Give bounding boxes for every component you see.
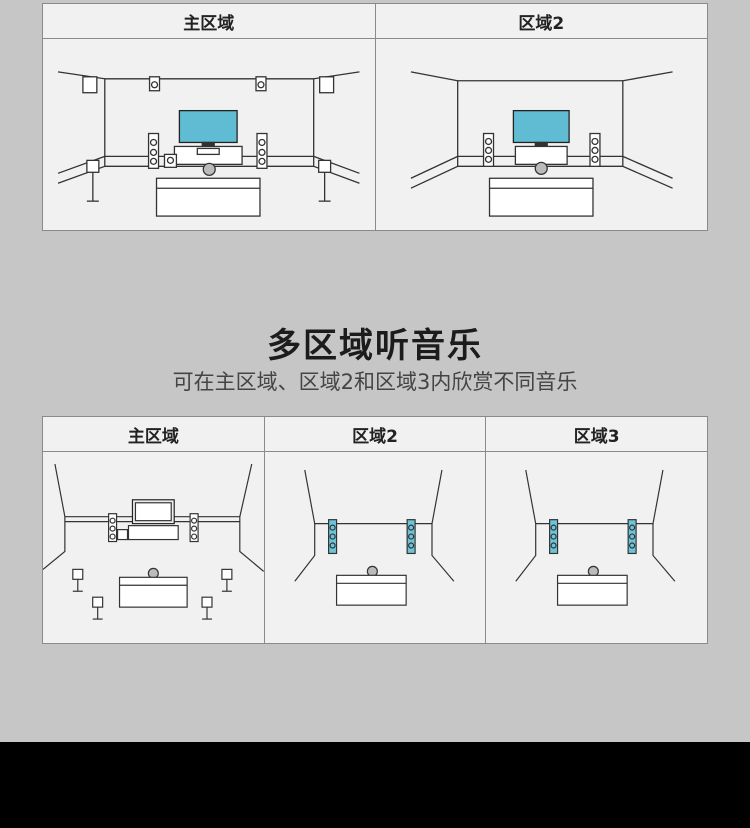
zone2-label: 区域2 [375,4,707,39]
av-rack-icon [127,525,179,541]
tower-speaker-icon [256,132,268,169]
sofa-icon [155,162,261,217]
ceiling-speaker-icon [82,76,98,94]
tower-speaker-icon [482,132,494,167]
zone2-cell: 区域2 [374,4,708,230]
main-zone-room-illustration [43,452,264,643]
tower-speaker-icon [627,519,638,555]
sofa-icon [557,565,629,606]
surround-speaker-icon [201,596,213,620]
tower-speaker-icon [147,132,160,169]
ceiling-speaker-icon [255,76,267,92]
av-rack-icon [514,145,568,165]
zone2-room-illustration [265,452,486,643]
surround-speaker-icon [318,159,332,202]
tower-speaker-icon [327,519,337,555]
zone3-label: 区域3 [486,417,708,452]
surround-speaker-icon [86,159,100,202]
zone2-label: 区域2 [264,417,486,452]
zone3-cell: 区域3 [485,417,708,643]
tower-speaker-icon [189,513,199,543]
tower-speaker-icon [108,513,118,543]
sofa-icon [335,565,407,606]
sofa-icon [118,567,188,608]
ceiling-speaker-icon [148,76,161,92]
surround-speaker-icon [92,596,104,620]
main-zone-room-illustration [43,39,375,230]
section-title: 多区域听音乐 [267,326,483,366]
main-zone-label: 主区域 [43,417,264,452]
ceiling-speaker-icon [319,76,335,94]
multi-zone-panel: 主区域 [42,416,708,644]
av-rack-icon [173,145,243,165]
surround-speaker-icon [72,568,84,592]
tower-speaker-icon [549,519,559,555]
zone2-room-illustration [376,39,708,230]
tower-speaker-icon [406,519,416,555]
tv-icon [131,499,175,525]
tower-speaker-icon [588,132,601,167]
subwoofer-icon [116,529,129,541]
footer-band [0,742,750,828]
section-subtitle: 可在主区域、区域2和区域3内欣赏不同音乐 [172,370,578,394]
zone2-cell: 区域2 [263,417,486,643]
sofa-icon [488,161,594,217]
main-zone-cell: 主区域 [43,417,264,643]
surround-speaker-icon [221,568,233,592]
tv-icon [512,109,570,147]
main-zone-cell: 主区域 [43,4,375,230]
main-zone-label: 主区域 [43,4,375,39]
top-zone-panel: 主区域 [42,3,708,231]
tv-icon [178,109,238,147]
subwoofer-icon [163,153,178,168]
zone3-room-illustration [486,452,707,643]
